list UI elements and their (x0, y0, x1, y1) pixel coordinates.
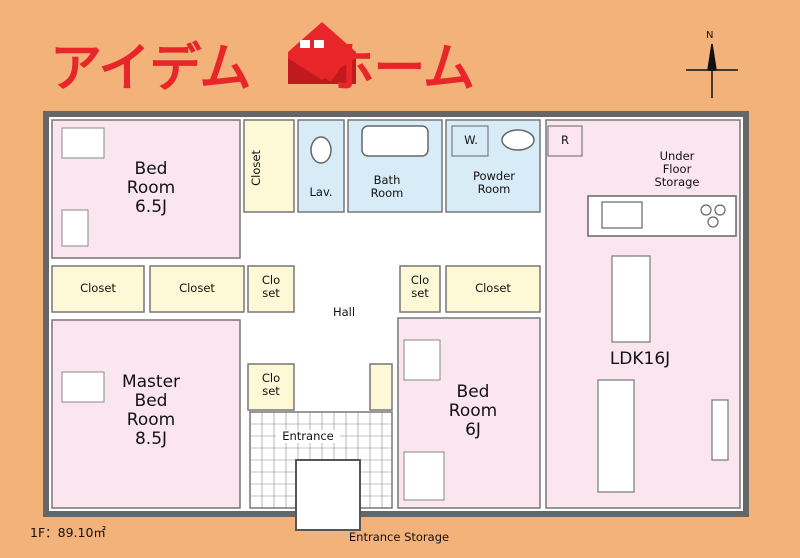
closet-left-1-label: Closet (80, 281, 116, 295)
master-bed-room-label: Master Bed Room 8.5J (121, 372, 181, 450)
closet-right-label: Closet (475, 281, 511, 295)
closet-top-area (243, 119, 295, 213)
washer-label: W. (464, 133, 478, 147)
bed-2 (403, 339, 441, 381)
closet-small-1-label: Clo set (261, 273, 281, 300)
bed-room-1-label: Bed Room 6.5J (126, 159, 176, 218)
tv-stand (711, 399, 729, 461)
sofa (597, 379, 635, 493)
desk-2 (403, 451, 445, 501)
closet-left-2-label: Closet (179, 281, 215, 295)
master-bed-area (51, 319, 241, 509)
entrance-storage-box (295, 459, 361, 531)
bed-room-2-label: Bed Room 6J (448, 382, 498, 441)
fridge-space (547, 125, 583, 157)
stove (700, 204, 726, 228)
fridge-label: R (561, 133, 569, 147)
closet-left-2-area (149, 265, 245, 313)
washer-space (451, 125, 489, 157)
entrance-label: Entrance (276, 430, 340, 443)
kitchen-sink (601, 201, 643, 229)
bathtub (361, 125, 429, 157)
sink (501, 129, 535, 151)
under-floor-storage-label: Under Floor Storage (654, 149, 700, 189)
toilet (310, 136, 332, 164)
closet-small-2-label: Clo set (410, 273, 430, 300)
brand-text-left: アイデム (50, 39, 251, 99)
closet-left-1-area (51, 265, 145, 313)
brand-text-right: ホーム (322, 39, 474, 99)
closet-small-2-area (399, 265, 441, 313)
closet-small-1-area (247, 265, 295, 313)
compass-icon (686, 43, 738, 98)
entrance-storage-label: Entrance Storage (348, 530, 450, 544)
bath-room-label: Bath Room (370, 173, 404, 200)
shoe-closet-area (369, 363, 393, 411)
brand-logo: アイデム ホーム (50, 26, 475, 101)
lav-area (297, 119, 345, 213)
hall-label: Hall (332, 305, 356, 319)
closet-small-3-area (247, 363, 295, 411)
bed-master (61, 371, 105, 403)
house-logo-icon (288, 22, 356, 84)
bed-1-pillow (61, 127, 105, 159)
powder-room-label: Powder Room (472, 169, 516, 196)
closet-small-3-label: Clo set (261, 371, 281, 398)
closet-top-label: Closet (249, 150, 263, 186)
ldk-label: LDK16J (609, 349, 671, 369)
closet-right-area (445, 265, 541, 313)
dining-table (611, 255, 651, 343)
lav-label: Lav. (309, 185, 333, 199)
desk-1 (61, 209, 89, 247)
floor-area-label: 1F：89.10㎡ (30, 525, 106, 540)
compass-north-label: N (706, 30, 714, 41)
